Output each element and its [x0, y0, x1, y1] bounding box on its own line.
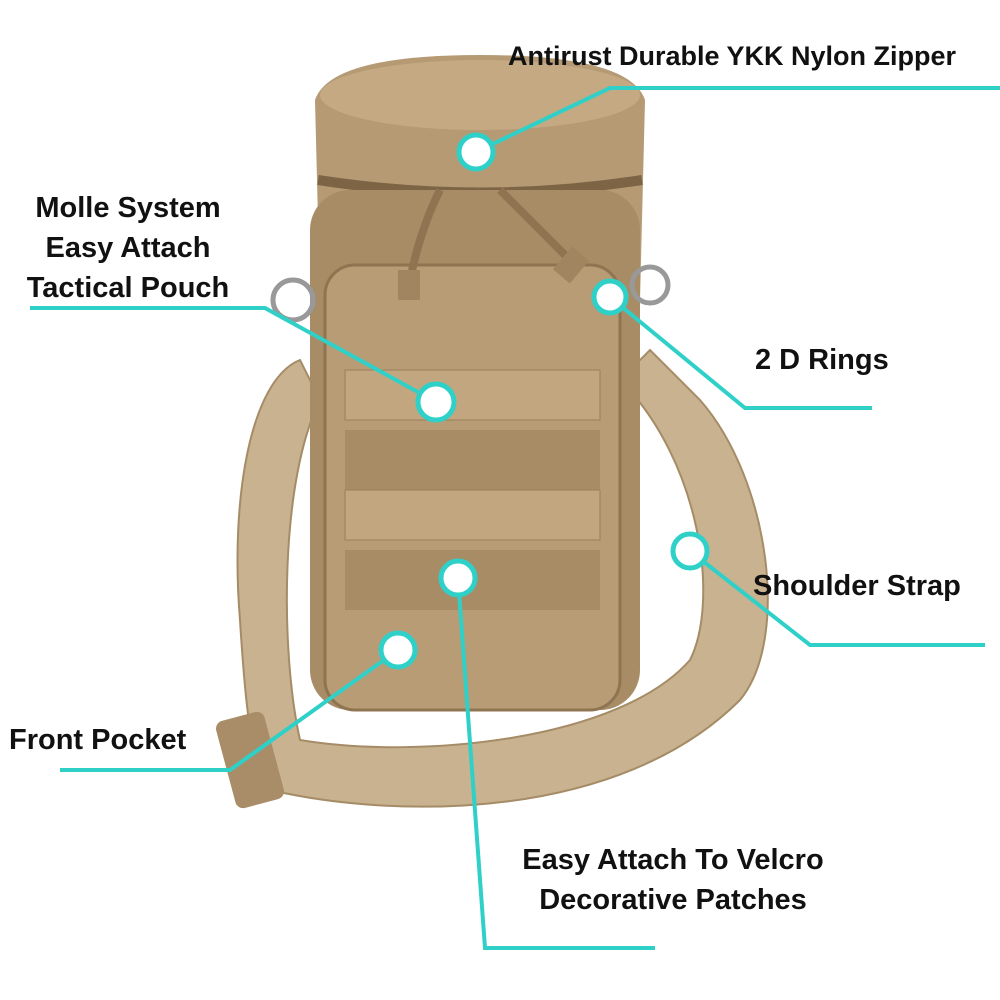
d-ring-left [270, 277, 316, 323]
label-molle-line: Tactical Pouch [26, 272, 230, 304]
callout-dot-front-pocket [378, 630, 418, 670]
callout-dot-shoulder-strap [670, 531, 710, 571]
label-zipper: Antirust Durable YKK Nylon Zipper [508, 41, 957, 71]
callout-dot-d-rings [591, 278, 629, 316]
callout-line-velcro [456, 577, 655, 950]
callout-dot-zipper [456, 132, 496, 172]
callout-line-molle [30, 306, 437, 404]
label-velcro-line: Easy Attach To Velcro [522, 844, 824, 876]
callout-line-d-rings [608, 295, 872, 410]
callout-lines [30, 86, 1000, 950]
d-ring-right [629, 264, 671, 306]
shoulder-strap [236, 348, 769, 808]
callout-line-shoulder-strap [688, 549, 985, 647]
label-velcro-line: Decorative Patches [539, 884, 807, 916]
label-d-rings: 2 D Rings [755, 344, 889, 376]
callout-line-zipper [475, 86, 1000, 154]
label-molle-line: Easy Attach [45, 232, 211, 264]
callout-dot-molle [415, 381, 457, 423]
callout-line-front-pocket [60, 648, 400, 772]
label-front-pocket: Front Pocket [9, 724, 187, 756]
label-molle: Molle System Easy Attach Tactical Pouch [18, 188, 238, 308]
strap-buckle [216, 711, 284, 809]
callout-dot-velcro [438, 558, 478, 598]
label-velcro: Easy Attach To Velcro Decorative Patches [503, 840, 843, 920]
label-shoulder-strap: Shoulder Strap [753, 570, 961, 602]
label-molle-line: Molle System [35, 192, 221, 224]
